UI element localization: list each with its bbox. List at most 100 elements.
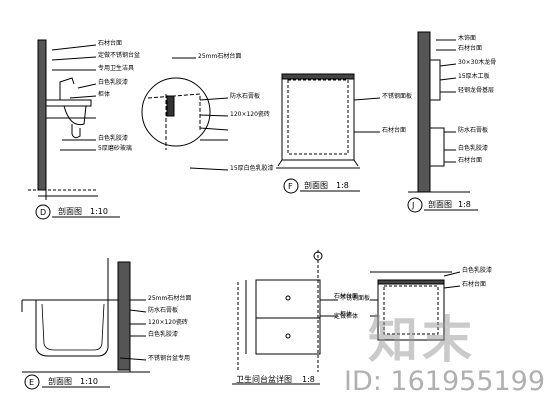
- leader: [51, 56, 97, 61]
- view-scale: 1:10: [80, 377, 98, 386]
- detail-e: [21, 258, 150, 390]
- axis-bubble: [313, 251, 323, 261]
- leader: [189, 167, 229, 171]
- note: 白色乳胶漆: [462, 266, 492, 274]
- view-scale: 1:8: [302, 375, 315, 384]
- top-slab: [281, 73, 355, 80]
- detail-d-text: 石材台面 定做不锈钢台盆 专用卫生洁具 白色乳胶漆 柜体 白色乳胶漆 5厚磨砂玻…: [40, 39, 274, 217]
- cabinet-inner: [287, 79, 349, 155]
- note: 定做柜体: [334, 312, 358, 320]
- note: 柜体: [340, 310, 352, 318]
- note: 15厚白色乳胶漆: [230, 164, 274, 172]
- wall-hatch: [37, 39, 47, 191]
- cabinet-inner: [383, 285, 439, 335]
- tag-letter: F: [288, 182, 293, 191]
- note: 防水石膏板: [148, 306, 178, 314]
- leader: [69, 95, 97, 99]
- cabinet-front: [255, 279, 321, 355]
- view-title: 卫生间台盆详图: [236, 374, 292, 384]
- leader: [129, 309, 147, 313]
- callout-detail: [147, 93, 201, 150]
- leader: [439, 77, 457, 81]
- note: 专用卫生洁具: [98, 64, 134, 72]
- note: 不锈钢台盆专用: [148, 354, 190, 362]
- trap: [71, 124, 81, 139]
- leader: [439, 63, 457, 67]
- detail-j: [407, 31, 478, 213]
- note: 石材台面: [382, 126, 406, 134]
- note: 白色乳胶漆: [98, 134, 128, 142]
- note: 30×30木龙骨: [458, 58, 496, 66]
- leader: [77, 83, 97, 89]
- wall-hatch: [117, 261, 131, 371]
- view-title: 剖面图: [304, 180, 328, 190]
- detail-f-text: 不锈钢面板 石材台面 F 剖面图 1:8: [288, 92, 412, 191]
- tag-circle: [24, 374, 40, 390]
- view-title: 剖面图: [48, 376, 72, 386]
- leader: [119, 357, 147, 361]
- basin: [63, 105, 87, 126]
- leader: [199, 127, 229, 131]
- detail-d: [28, 39, 229, 220]
- note: 白色乳胶漆: [148, 330, 178, 338]
- callout-circle: [141, 77, 211, 147]
- leader: [443, 271, 461, 277]
- tag-letter: D: [40, 208, 46, 217]
- note: 石材台面: [334, 292, 358, 300]
- tag-circle: [35, 204, 51, 220]
- leader: [443, 285, 461, 289]
- note: 轻钢龙骨基层: [458, 86, 494, 94]
- note: 石材台面: [458, 44, 482, 52]
- detail-f: [276, 73, 381, 194]
- note: 120×120瓷砖: [148, 318, 188, 326]
- basin-outer: [35, 300, 109, 357]
- foot: [353, 159, 359, 167]
- foot: [277, 159, 283, 167]
- note: 石材台面: [462, 280, 486, 288]
- note: 定做不锈钢台盆: [98, 51, 140, 59]
- panel: [430, 59, 441, 101]
- view-scale: 1:8: [336, 181, 349, 190]
- view-scale: 1:10: [90, 207, 108, 216]
- note: 5厚磨砂玻璃: [98, 144, 132, 152]
- tag-circle: [407, 197, 423, 213]
- note: 白色乳胶漆: [458, 144, 488, 152]
- cabinet-outer: [281, 73, 355, 161]
- basin-inner: [41, 303, 105, 351]
- note: 15厚木工板: [458, 72, 490, 80]
- panel: [430, 127, 445, 167]
- detail-e-text: 25mm石材台面 防水石膏板 120×120瓷砖 白色乳胶漆 不锈钢台盆专用 E…: [29, 294, 191, 387]
- detail-h: [370, 271, 461, 341]
- note: 25mm石材台面: [198, 52, 241, 60]
- faucet: [59, 77, 75, 100]
- note: 25mm石材台面: [148, 294, 191, 302]
- detail-g: [232, 250, 338, 385]
- note: 防水石膏板: [230, 92, 260, 100]
- note: 120×120瓷砖: [230, 110, 270, 118]
- detail-g-text: 石材台面 定做柜体 卫生间台盆详图 1:8: [236, 292, 358, 384]
- detail-h-text: 白色乳胶漆 石材台面 不锈钢面板 柜体: [340, 266, 492, 318]
- top-slab: [377, 279, 445, 285]
- note: 柜体: [98, 90, 110, 98]
- note: 防水石膏板: [458, 126, 488, 134]
- view-scale: 1:8: [458, 200, 471, 209]
- leader: [51, 44, 97, 51]
- note: 石材台面: [98, 39, 122, 47]
- tag-circle: [283, 178, 299, 194]
- view-title: 剖面图: [58, 206, 82, 216]
- counter-top: [45, 99, 92, 107]
- tag-letter: E: [29, 378, 34, 387]
- leader: [199, 114, 229, 117]
- wall-hatch: [417, 31, 431, 193]
- tag-letter: J: [411, 201, 414, 210]
- view-title: 剖面图: [428, 199, 452, 209]
- leader: [199, 97, 229, 101]
- note: 不锈钢面板: [382, 92, 412, 100]
- note: 白色乳胶漆: [98, 78, 128, 86]
- leader: [353, 97, 381, 101]
- callout-fill: [166, 95, 175, 117]
- drawer-knob: [285, 295, 291, 301]
- detail-j-text: 木饰面 石材台面 30×30木龙骨 15厚木工板 轻钢龙骨基层 防水石膏板 白色…: [411, 34, 496, 210]
- note: 不锈钢面板: [340, 294, 370, 302]
